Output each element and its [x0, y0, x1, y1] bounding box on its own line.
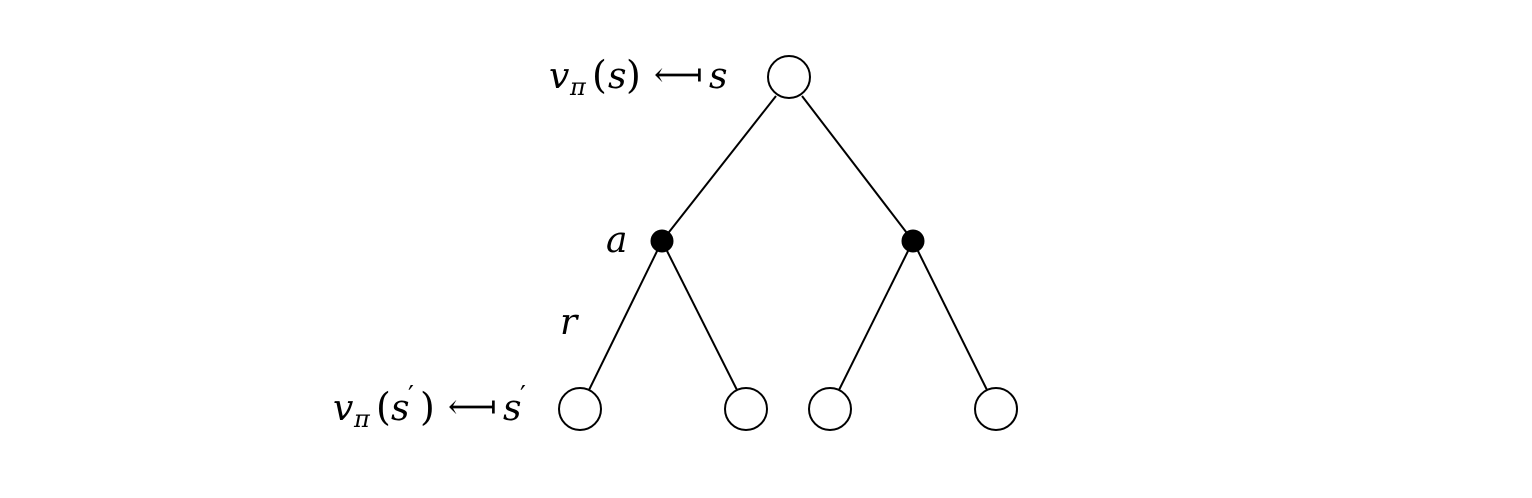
- leaf-state-node-1: [558, 387, 602, 431]
- edge-root-to-right-action: [801, 95, 914, 242]
- reward-label: r: [560, 302, 579, 343]
- root-value-label: v π ( s ) ⟻ s: [549, 53, 727, 101]
- root-v-symbol: v: [549, 56, 569, 97]
- root-open-paren: (: [592, 53, 607, 97]
- action-node-right: [901, 229, 925, 253]
- root-pi-subscript: π: [569, 73, 587, 101]
- leaf-pi-subscript: π: [353, 405, 371, 433]
- leaf-state-node-4: [974, 387, 1018, 431]
- leaf-s-prime: ′: [408, 381, 414, 411]
- leaf-state-prime: ′: [520, 381, 526, 411]
- root-close-paren: ): [626, 53, 641, 97]
- leaf-state-symbol: s: [503, 388, 521, 429]
- edge-right-action-to-leaf-3: [838, 240, 914, 391]
- leaf-open-paren: (: [376, 385, 391, 429]
- action-node-left: [650, 229, 674, 253]
- leaf-state-node-3: [808, 387, 852, 431]
- root-s-symbol: s: [608, 56, 626, 97]
- leaf-assign-arrow: ⟻: [448, 387, 497, 427]
- action-label: a: [606, 220, 627, 261]
- edge-root-to-left-action: [661, 95, 777, 242]
- edge-left-action-to-leaf-1: [588, 240, 663, 391]
- root-state-node: [767, 55, 811, 99]
- leaf-close-paren: ): [420, 385, 435, 429]
- edge-left-action-to-leaf-2: [661, 240, 738, 391]
- leaf-v-symbol: v: [333, 388, 353, 429]
- leaf-s-symbol: s: [391, 388, 409, 429]
- leaf-state-node-2: [724, 387, 768, 431]
- root-assign-arrow: ⟻: [654, 55, 703, 95]
- leaf-value-label: v π ( s ′ ) ⟻ s ′: [333, 381, 526, 433]
- root-state-symbol: s: [709, 56, 727, 97]
- edge-right-action-to-leaf-4: [912, 240, 988, 391]
